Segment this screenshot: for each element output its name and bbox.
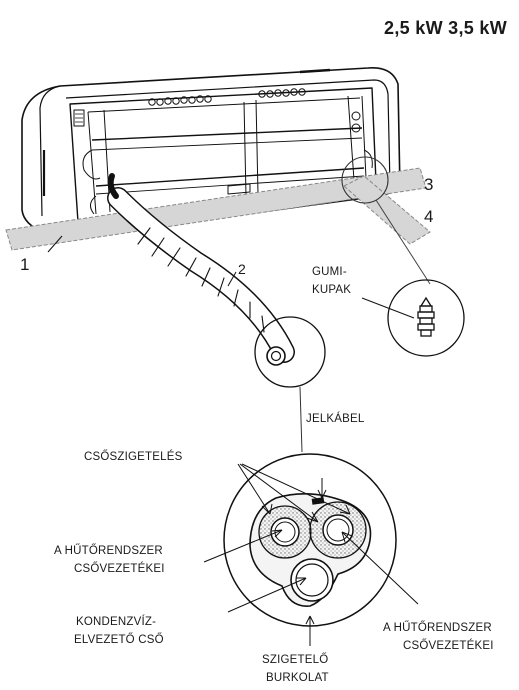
label-kupak: KUPAK: [312, 284, 352, 296]
callout-2: 2: [238, 261, 246, 277]
rubber-cap-detail: [387, 279, 465, 357]
callout-1: 1: [20, 255, 30, 274]
model-title: 2,5 kW 3,5 kW: [384, 18, 507, 38]
label-insulation-shell-2: BURKOLAT: [266, 672, 329, 684]
label-refrigerant-right-1: A HŰTŐRENDSZER: [383, 622, 492, 634]
cross-section-leaders: [203, 463, 419, 646]
label-gumi: GUMI-: [312, 266, 347, 278]
pipe-cross-section: [223, 453, 397, 627]
pipe-bundle: [107, 173, 295, 366]
wall-bands: [5, 167, 431, 251]
label-drain-2: ELVEZETŐ CSŐ: [74, 634, 164, 646]
callout-4: 4: [424, 207, 434, 226]
label-csoszigeteles: CSŐSZIGETELÉS: [84, 451, 183, 463]
label-insulation-shell-1: SZIGETELŐ: [262, 654, 329, 666]
label-refrigerant-right-2: CSŐVEZETÉKEI: [403, 640, 494, 652]
label-refrigerant-left-1: A HŰTŐRENDSZER: [54, 545, 163, 557]
pipe-end-magnifier: [254, 316, 326, 388]
callout-3: 3: [424, 175, 434, 194]
label-drain-1: KONDENZVÍZ-: [76, 616, 157, 628]
drain-hole-marker: [341, 156, 389, 204]
label-refrigerant-left-2: CSŐVEZETÉKEI: [74, 563, 165, 575]
label-jelkabel: JELKÁBEL: [306, 413, 365, 425]
